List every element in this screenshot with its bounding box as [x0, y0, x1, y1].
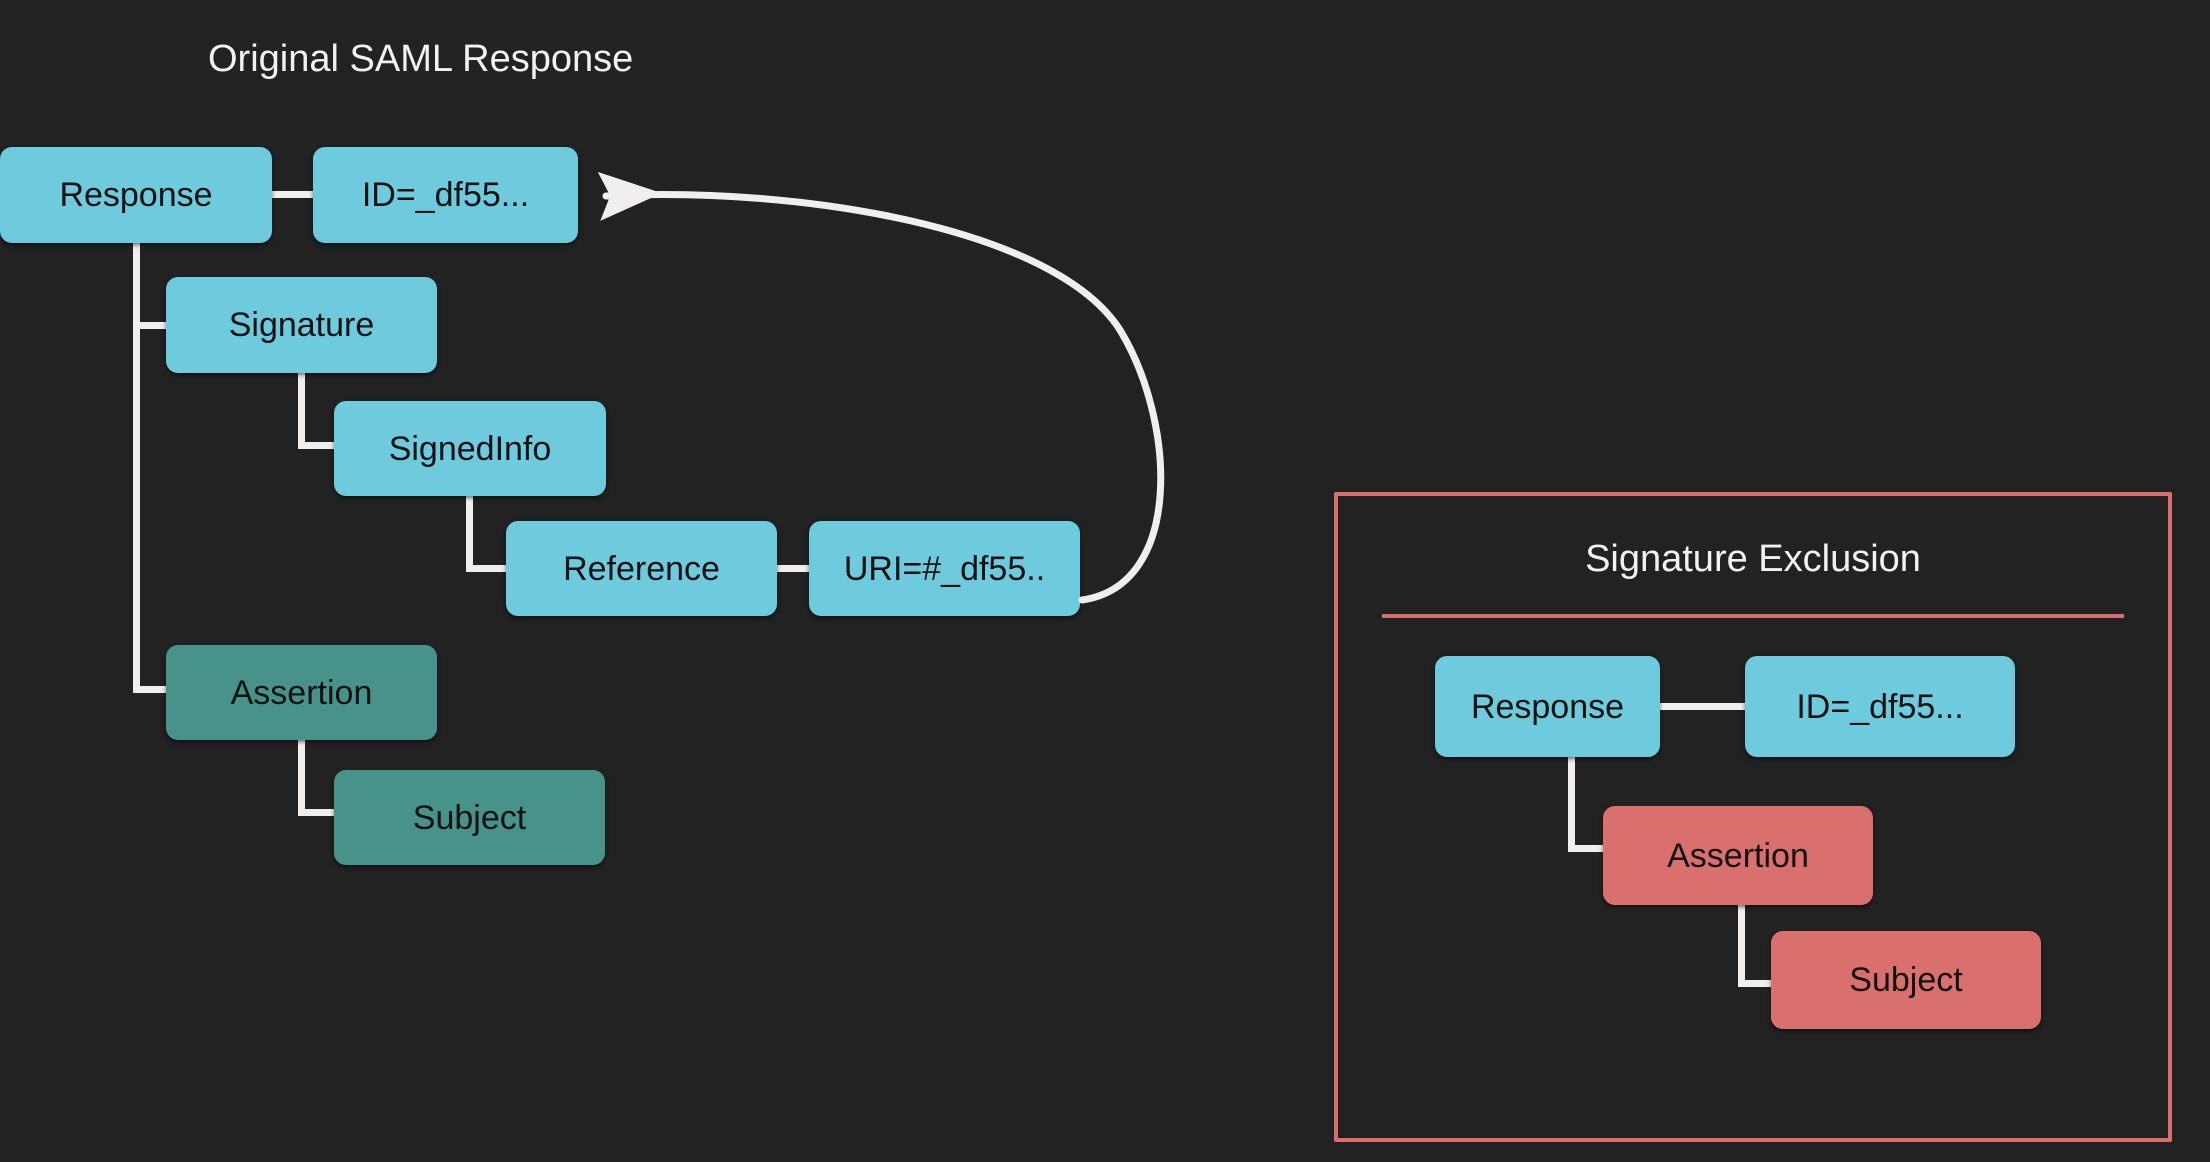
- edge-assertion-to-subject-h: [298, 809, 336, 816]
- node-subject[interactable]: Subject: [334, 770, 605, 865]
- edge-response-to-signature: [133, 322, 173, 329]
- edge-r-response-to-assertion-v: [1568, 757, 1575, 852]
- node-id-attribute[interactable]: ID=_df55...: [313, 147, 578, 243]
- panel-node-id-attribute[interactable]: ID=_df55...: [1745, 656, 2015, 757]
- panel-node-response[interactable]: Response: [1435, 656, 1660, 757]
- signature-exclusion-title: Signature Exclusion: [1585, 538, 1921, 580]
- edge-response-to-id: [272, 191, 313, 198]
- edge-r-response-to-id: [1660, 703, 1745, 710]
- edge-signedinfo-to-reference-v: [466, 495, 473, 572]
- panel-divider: [1382, 614, 2124, 618]
- panel-node-subject[interactable]: Subject: [1771, 931, 2041, 1029]
- node-signedinfo[interactable]: SignedInfo: [334, 401, 606, 496]
- node-signature[interactable]: Signature: [166, 277, 437, 373]
- node-uri-attribute[interactable]: URI=#_df55..: [809, 521, 1080, 616]
- edge-r-response-to-assertion-h: [1568, 845, 1603, 852]
- panel-node-assertion[interactable]: Assertion: [1603, 806, 1873, 905]
- left-tree-title: Original SAML Response: [208, 38, 634, 80]
- edge-signature-to-signedinfo-h: [298, 442, 336, 449]
- edge-r-assertion-to-subject-h: [1738, 980, 1771, 987]
- node-response[interactable]: Response: [0, 147, 272, 243]
- edge-reference-to-uri: [776, 565, 809, 572]
- edge-r-assertion-to-subject-v: [1738, 905, 1745, 987]
- edge-assertion-to-subject-v: [298, 738, 305, 816]
- edge-signature-to-signedinfo-v: [298, 372, 305, 449]
- edge-response-trunk: [133, 243, 140, 693]
- node-assertion[interactable]: Assertion: [166, 645, 437, 740]
- node-reference[interactable]: Reference: [506, 521, 777, 616]
- edge-signedinfo-to-reference-h: [466, 565, 506, 572]
- signature-exclusion-panel: [1334, 492, 2172, 1142]
- edge-response-to-assertion: [133, 686, 173, 693]
